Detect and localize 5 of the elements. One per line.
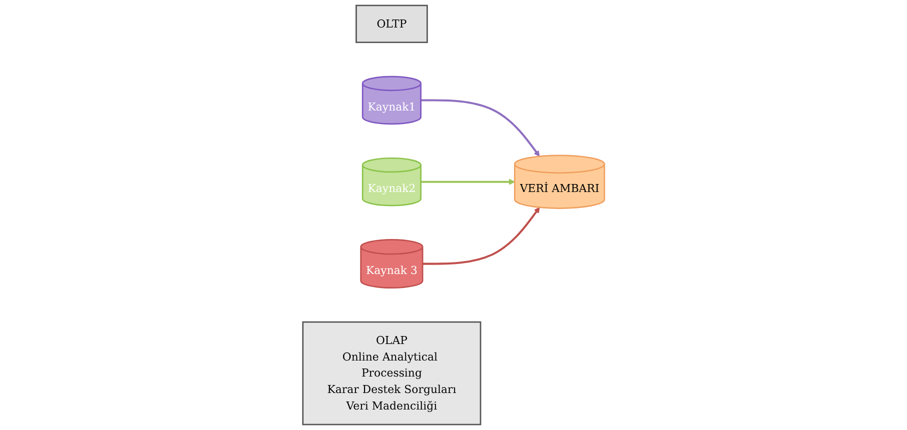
node-box: OLAP Online Analytical Processing Karar Destek Sorguları Veri Madenciliği: [302, 321, 482, 426]
arrow: [420, 178, 515, 185]
arrow: [422, 207, 540, 265]
node-box: OLTP: [355, 4, 428, 44]
arrow: [420, 99, 540, 157]
